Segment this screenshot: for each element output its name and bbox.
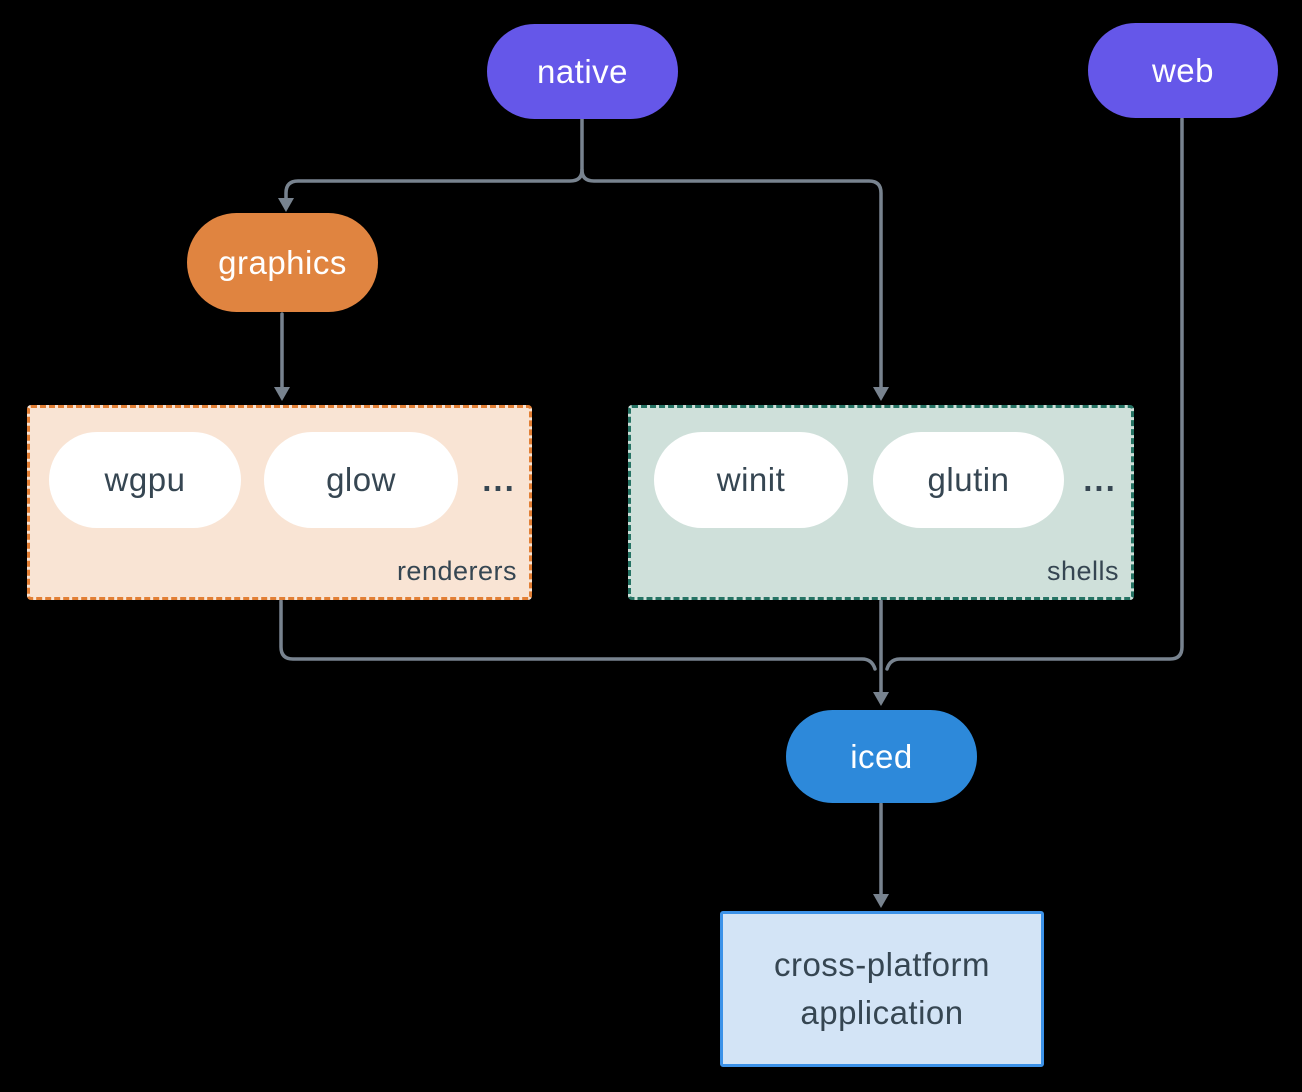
node-winit-label: winit xyxy=(716,461,786,498)
group-shells: winit glutin ... shells xyxy=(628,405,1134,600)
node-iced: iced xyxy=(786,710,977,803)
node-iced-label: iced xyxy=(850,737,913,775)
group-renderers: wgpu glow ... renderers xyxy=(27,405,532,600)
node-wgpu-label: wgpu xyxy=(104,461,186,498)
edge-renderers-to-iced xyxy=(279,599,877,671)
edge-native-to-graphics xyxy=(284,117,584,201)
node-native-label: native xyxy=(536,52,629,90)
node-web-label: web xyxy=(1151,51,1215,89)
node-graphics-label: graphics xyxy=(218,243,347,281)
node-wgpu: wgpu xyxy=(49,432,241,528)
node-app-label: cross-platform application xyxy=(773,946,991,1031)
node-web: web xyxy=(1088,23,1278,118)
shells-ellipsis: ... xyxy=(1083,461,1117,498)
renderers-ellipsis: ... xyxy=(482,461,516,498)
node-cross-platform-application: cross-platform application xyxy=(720,911,1044,1067)
arrowhead-graphics xyxy=(278,198,294,212)
node-glutin: glutin xyxy=(873,432,1064,528)
renderers-group-label: renderers xyxy=(396,556,517,586)
node-glutin-label: glutin xyxy=(927,461,1010,498)
arrowhead-shells xyxy=(873,387,889,401)
arrowhead-renderers xyxy=(274,387,290,401)
node-winit: winit xyxy=(654,432,848,528)
arrowhead-iced xyxy=(873,692,889,706)
node-graphics: graphics xyxy=(187,213,378,312)
node-glow-label: glow xyxy=(326,461,396,498)
node-glow: glow xyxy=(264,432,458,528)
edge-native-to-shells xyxy=(580,168,883,390)
shells-group-label: shells xyxy=(1046,556,1119,586)
node-native: native xyxy=(487,24,678,119)
arrowhead-app xyxy=(873,894,889,908)
